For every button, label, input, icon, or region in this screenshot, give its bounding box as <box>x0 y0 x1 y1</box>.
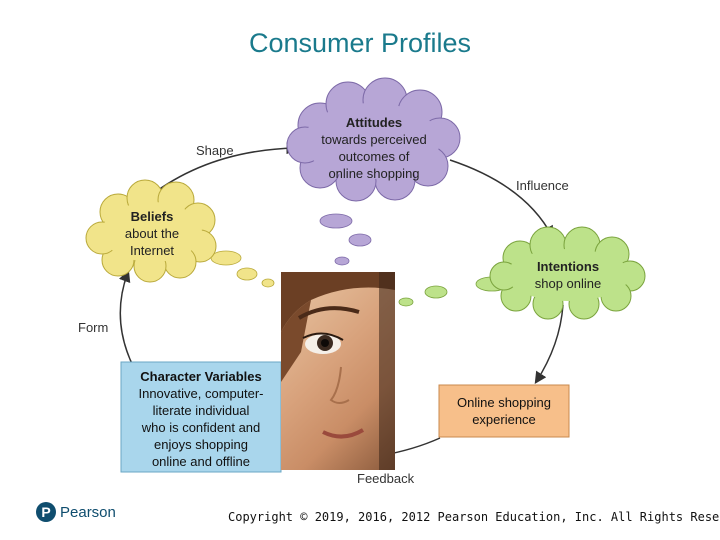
beliefs-line: about the <box>102 225 202 242</box>
arrow-form <box>120 272 134 368</box>
thought-dots-attitudes <box>320 214 371 265</box>
attitudes-heading: Attitudes <box>306 114 442 131</box>
online-experience-text: Online shopping experience <box>439 394 569 428</box>
attitudes-line: towards perceived <box>306 131 442 148</box>
beliefs-heading: Beliefs <box>102 208 202 225</box>
copyright-notice: Copyright © 2019, 2016, 2012 Pearson Edu… <box>228 510 720 524</box>
label-influence: Influence <box>516 178 569 193</box>
character-line: who is confident and <box>121 419 281 436</box>
character-line: online and offline <box>121 453 281 470</box>
character-variables-text: Character Variables Innovative, computer… <box>121 368 281 470</box>
label-feedback: Feedback <box>357 471 414 486</box>
thought-dots-beliefs <box>211 251 274 287</box>
label-shape: Shape <box>196 143 234 158</box>
label-form: Form <box>78 320 108 335</box>
pearson-logo-mark: P <box>36 502 56 522</box>
woman-photo <box>281 272 395 470</box>
character-heading: Character Variables <box>121 368 281 385</box>
attitudes-line: online shopping <box>306 165 442 182</box>
beliefs-text: Beliefs about the Internet <box>102 208 202 259</box>
attitudes-line: outcomes of <box>306 148 442 165</box>
experience-line: experience <box>439 411 569 428</box>
character-line: literate individual <box>121 402 281 419</box>
experience-line: Online shopping <box>439 394 569 411</box>
beliefs-line: Internet <box>102 242 202 259</box>
arrow-influence <box>450 160 552 236</box>
intentions-line: shop online <box>512 275 624 292</box>
character-line: Innovative, computer- <box>121 385 281 402</box>
intentions-text: Intentions shop online <box>512 258 624 292</box>
intentions-heading: Intentions <box>512 258 624 275</box>
attitudes-text: Attitudes towards perceived outcomes of … <box>306 114 442 182</box>
pearson-logo-word: Pearson <box>60 504 116 521</box>
pearson-logo: P Pearson <box>36 502 116 522</box>
character-line: enjoys shopping <box>121 436 281 453</box>
